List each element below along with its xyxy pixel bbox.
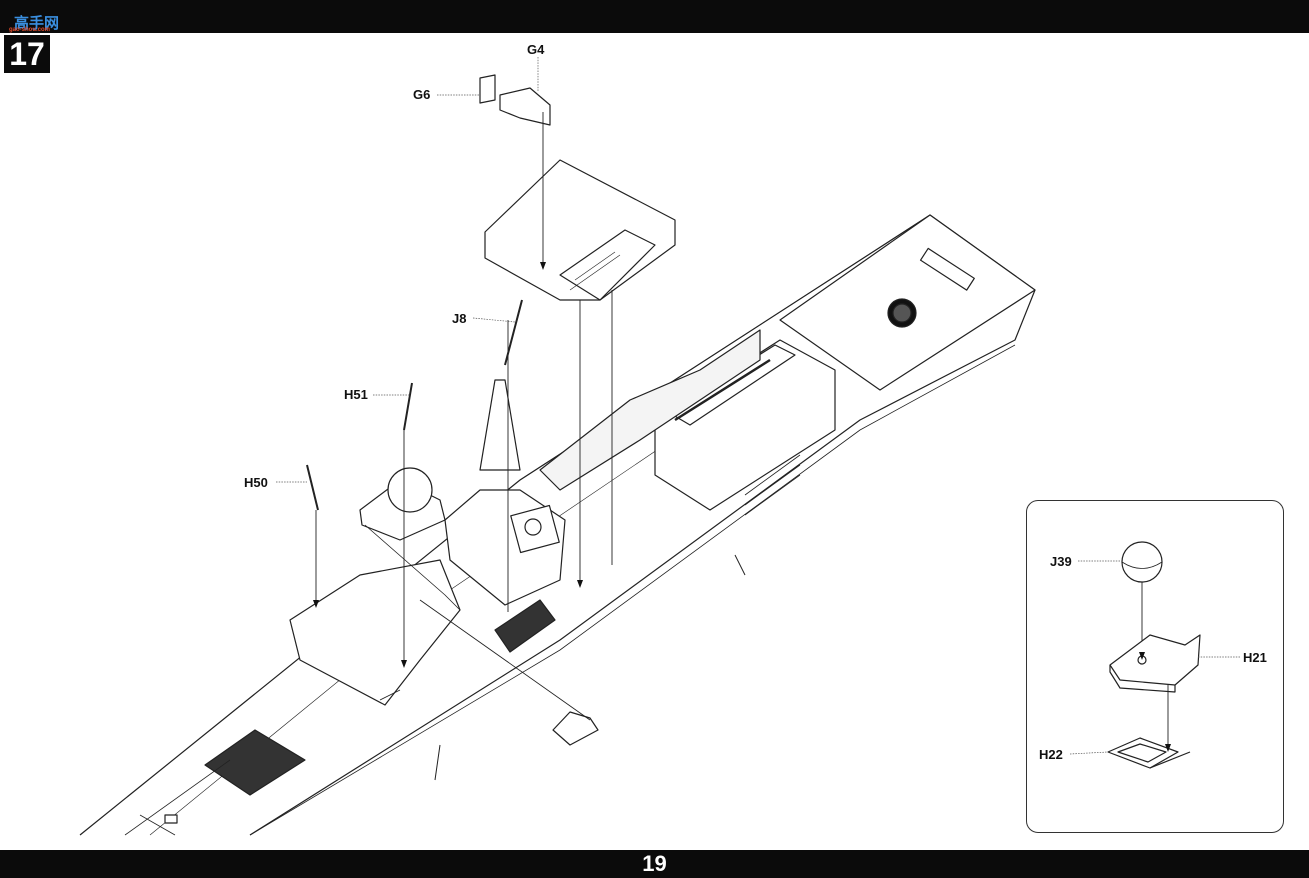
logo-text: 高手网 [14,15,60,32]
vls-cells [494,599,556,653]
bottom-bar [0,850,1309,878]
mast [479,379,521,471]
page-number: 19 [642,851,667,876]
radar-dome [387,467,433,513]
part-g4 [499,87,551,126]
forward-superstructure [289,559,461,706]
label-h51: H51 [344,387,368,402]
logo-subtext: gao-shou.com [9,27,51,33]
label-j8: J8 [452,311,467,326]
step-number: 17 [4,35,50,73]
h21-base [1109,634,1201,686]
antenna-h51 [403,382,413,431]
hangar [654,339,836,511]
label-h50: H50 [244,475,268,490]
top-bar [0,0,1309,33]
label-g4: G4 [527,42,545,57]
label-j39: J39 [1050,554,1072,569]
antenna-h50 [306,464,319,511]
mid-superstructure [539,329,761,491]
label-g6: G6 [413,87,431,102]
label-h22: H22 [1039,747,1063,762]
detail-inset-box [1026,500,1284,833]
part-g6 [479,74,496,104]
forward-deck-grid [204,729,306,796]
loose-part [552,711,599,746]
site-logo: 高手网 [6,6,68,32]
label-h21: H21 [1243,650,1267,665]
